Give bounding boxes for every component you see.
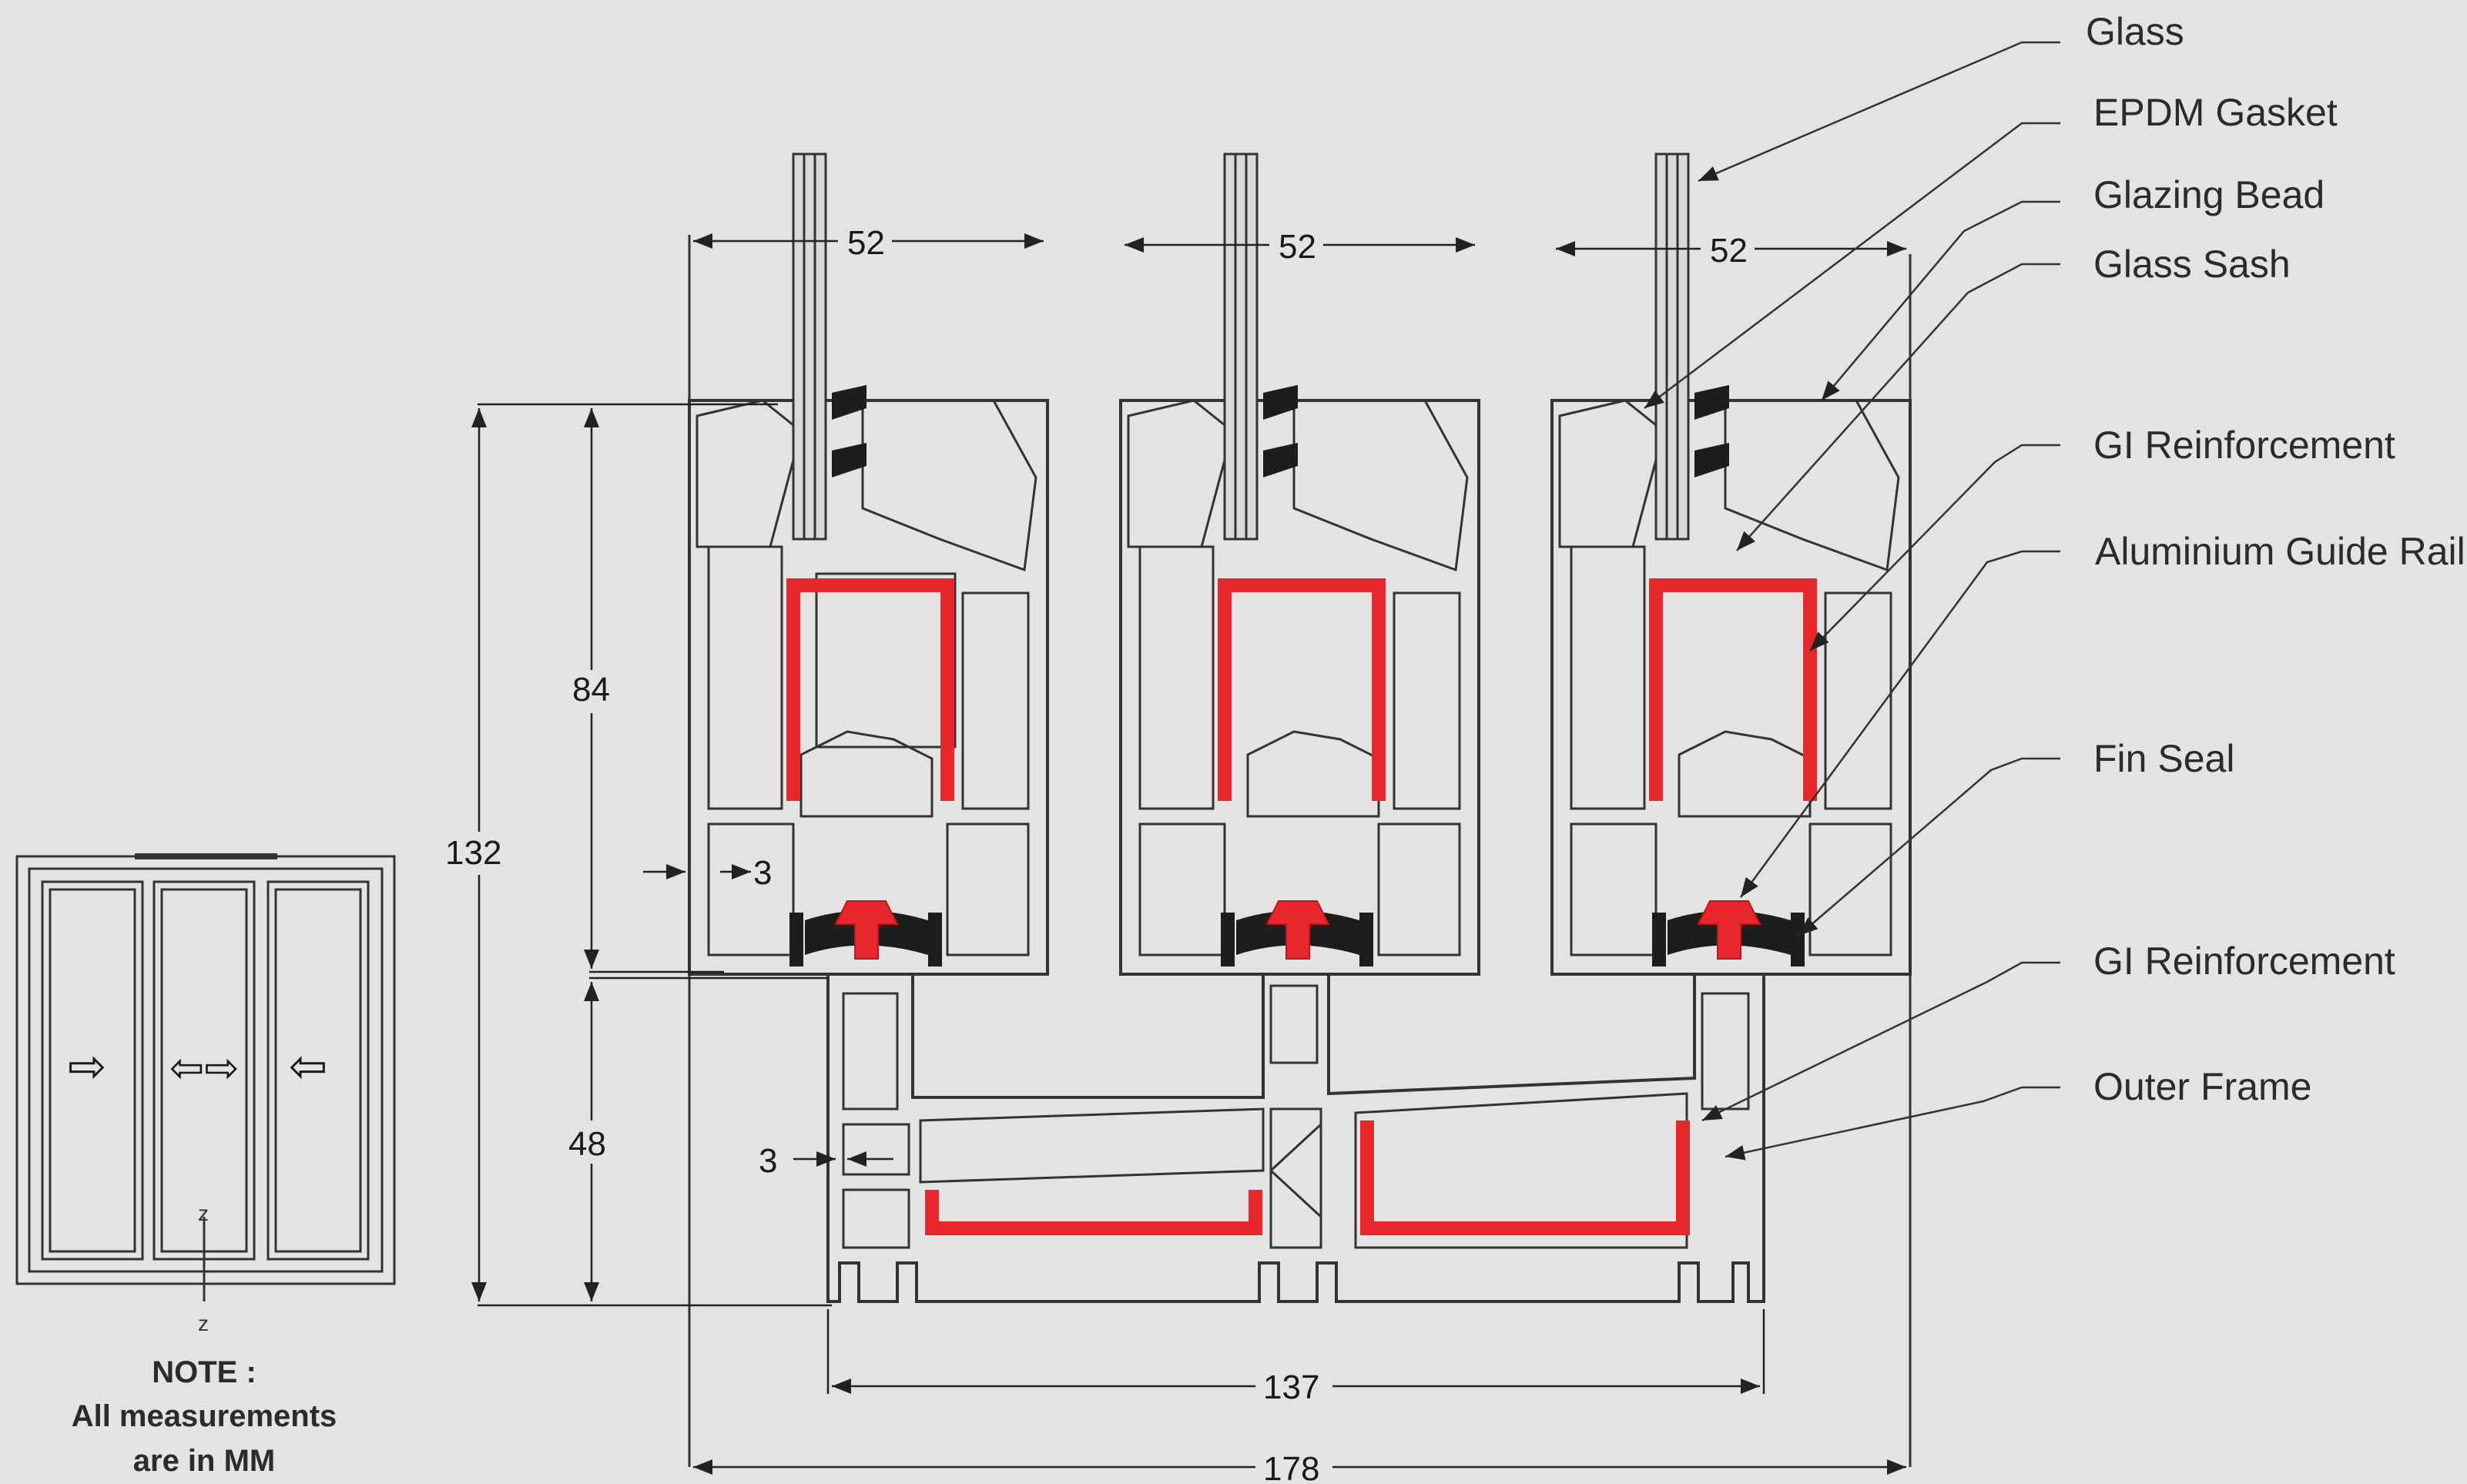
label-outer-frame: Outer Frame [2093, 1065, 2311, 1108]
epdm-gasket-1 [832, 385, 866, 420]
dim-total-height: 132 [445, 834, 501, 872]
label-glass-sash: Glass Sash [2093, 243, 2291, 286]
callout-labels: Glass EPDM Gasket Glazing Bead Glass Sas… [2086, 10, 2465, 1108]
note-line-2: All measurements [72, 1399, 337, 1433]
outer-frame-bottom [826, 973, 1765, 1303]
label-glass: Glass [2086, 10, 2184, 53]
note-line-3: are in MM [133, 1444, 275, 1478]
dim-sash-height: 84 [572, 671, 610, 709]
sash-1 [688, 152, 1049, 976]
label-glazing-bead: Glazing Bead [2093, 173, 2325, 216]
fin-seal-3 [1791, 913, 1805, 966]
elevation-thumbnail: ⇨ ⇦⇨ ⇦ z z [15, 853, 396, 1335]
label-epdm-gasket: EPDM Gasket [2093, 91, 2338, 134]
dim-gap-upper: 3 [753, 854, 772, 892]
sash-2 [1119, 152, 1480, 976]
dim-sash-width-2: 52 [1279, 228, 1316, 266]
glass-pane-2 [1223, 152, 1259, 541]
thumbnail-axis-bottom: z [198, 1311, 209, 1335]
thumbnail-arrow-right: ⇨ [68, 1040, 106, 1092]
glass-pane-3 [1654, 152, 1690, 541]
dim-frame-height: 48 [568, 1125, 606, 1163]
measurement-note: NOTE : All measurements are in MM [72, 1355, 337, 1478]
guide-rail-1 [834, 900, 899, 960]
guide-rail-3 [1697, 900, 1761, 960]
dim-inner-width: 137 [1263, 1368, 1319, 1406]
label-fin-seal: Fin Seal [2093, 737, 2234, 780]
fin-seal-1a [789, 913, 803, 966]
glass-pane-1 [792, 152, 827, 541]
dimension-labels: 52 52 52 84 132 48 3 3 137 178 [443, 219, 1755, 1484]
label-aluminium-guide-rail: Aluminium Guide Rail [2095, 530, 2465, 573]
thumbnail-arrow-left: ⇦ [289, 1040, 327, 1092]
sash-3 [1550, 152, 1912, 976]
guide-rail-2 [1265, 900, 1330, 960]
callout-leaders [1644, 41, 2060, 1161]
dim-total-width: 178 [1263, 1450, 1319, 1484]
dim-sash-width-3: 52 [1710, 232, 1748, 270]
note-line-1: NOTE : [152, 1355, 256, 1389]
thumbnail-arrow-both: ⇦⇨ [169, 1045, 240, 1091]
fin-seal-1b [928, 913, 942, 966]
dim-sash-width-1: 52 [847, 224, 885, 262]
epdm-gasket-3 [1694, 385, 1729, 420]
dim-gap-lower: 3 [759, 1142, 777, 1180]
label-gi-reinforcement-sash: GI Reinforcement [2093, 424, 2395, 467]
label-gi-reinforcement-frame: GI Reinforcement [2093, 940, 2395, 983]
thumbnail-axis-top: z [198, 1201, 209, 1225]
